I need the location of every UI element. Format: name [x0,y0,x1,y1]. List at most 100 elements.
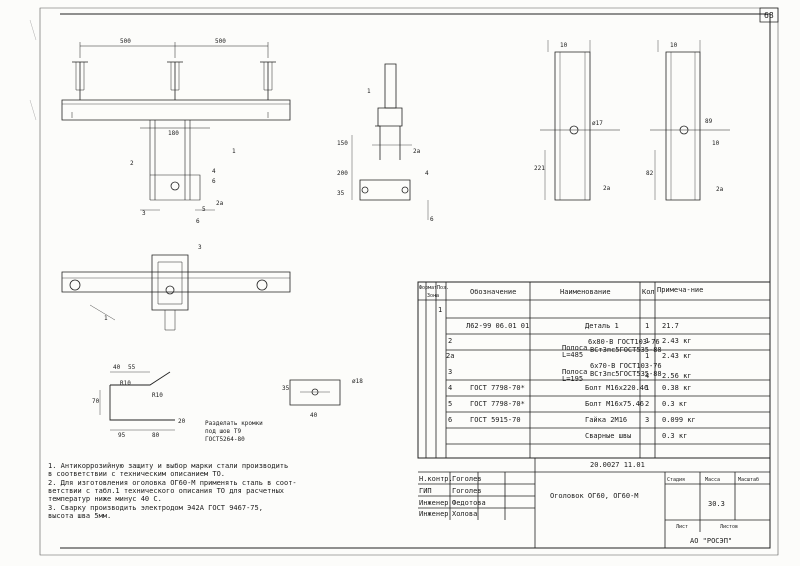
row-qty: 3 [645,416,650,424]
dim-35: 35 [337,190,345,197]
dim-20: 20 [178,418,186,425]
strip-b-line1: Полоса [562,368,588,376]
row-designation: Л62-99 06.01 01 [466,322,530,330]
row-pos: 2 [448,337,453,345]
dim-35-plate: 35 [282,385,290,392]
strip-a-line2: L=485 [562,351,584,359]
radius-10-a: R10 [120,380,131,387]
dim-150: 150 [337,140,348,147]
row-qty: 1 [645,322,650,330]
row-pos: 5 [448,400,453,408]
callout-5: 5 [202,206,206,213]
header-qty: Кол [642,288,655,296]
header-format: Формат [419,285,438,291]
dim-221: 221 [534,165,545,172]
header-designation: Обозначение [470,288,517,296]
note-line: 3. Сварку производить электродом Э42А ГО… [48,504,263,512]
callout-3-b: 3 [198,244,202,251]
dim-200: 200 [337,170,348,177]
dim-55: 55 [128,364,136,371]
row-qty: 1 [645,384,650,392]
note-line: высота шва 5мм. [48,512,112,520]
row-pos: 1 [438,306,443,314]
callout-6-c: 6 [430,216,434,223]
callout-3: 3 [142,210,146,217]
weld-note-line: Разделать кромки [205,420,263,427]
row-name: Деталь 1 [585,322,619,330]
row-note: 2.43 кг [662,352,692,360]
hole-diameter-18: ø18 [352,378,363,385]
hole-diameter-17: ø17 [592,120,603,127]
strip-a-spec2: ВСт3пс5ГОСТ535-88 [590,346,662,354]
note-line: температур ниже минус 40 С. [48,495,162,503]
person-name: Гоголев [452,487,482,495]
strip-a-line1: Полоса [562,344,588,352]
dim-80: 80 [152,432,160,439]
stage-header: Стадия [667,477,686,483]
row-qty: 1 [645,337,650,345]
callout-1: 1 [232,148,236,155]
dim-95: 95 [118,432,126,439]
strip-a-spec1: 6х80-В ГОСТ103-76 [588,338,660,346]
note-line: 2. Для изготовления оголовка ОГ60-М прим… [48,479,297,487]
person-role: Инженер [419,510,449,518]
row-name: Болт М16х75.46 [585,400,645,408]
note-line: ветствии с табл.1 технического описания … [48,487,285,495]
callout-2a-b: 2а [413,148,421,155]
row-designation: ГОСТ 7798-70* [470,400,525,408]
row-note: 0.38 кг [662,384,692,392]
row-pos: 3 [448,368,453,376]
organization: АО "РОСЭП" [690,537,733,545]
note-line: в соответствии с техническим описанием Т… [48,470,226,478]
dim-10-c: 10 [712,140,720,147]
mass-header: Масса [705,477,721,483]
dim-70: 70 [92,398,100,405]
callout-1-b: 1 [367,88,371,95]
sheet-number: 68 [764,11,774,20]
row-name: Сварные швы [585,432,632,440]
row-name: Болт М16х220.46 [585,384,649,392]
scale-header: Масштаб [738,477,760,483]
row-note: 0.099 кг [662,416,696,424]
person-role: ГИП [419,487,432,495]
row-designation: ГОСТ 7798-70* [470,384,525,392]
mass-value: 30.3 [708,500,725,508]
callout-4-b: 4 [425,170,429,177]
header-name: Наименование [560,288,611,296]
person-role: Инженер [419,499,449,507]
radius-10-b: R10 [152,392,163,399]
callout-6b: 6 [196,218,200,225]
strip-b-spec1: 6х70-В ГОСТ103-76 [590,362,662,370]
weld-note-line: под шов Т9 [205,428,242,435]
drawing-title: Оголовок ОГ60, ОГ60-М [550,492,639,500]
row-note: 2.43 кг [662,337,692,345]
person-name: Холова [452,510,478,518]
row-pos: 6 [448,416,453,424]
person-role: Н.контр. [419,475,453,483]
weld-note-line: ГОСТ5264-80 [205,436,245,443]
row-name: Гайка 2М16 [585,416,628,424]
callout-2: 2 [130,160,134,167]
strip-b-line2: L=195 [562,375,584,383]
dim-10-b: 10 [670,42,678,49]
row-qty: 4 [645,372,650,380]
strip-b-spec2: ВСт3пс5ГОСТ535-88 [590,370,662,378]
row-designation: ГОСТ 5915-70 [470,416,521,424]
dim-left-span: 500 [120,38,131,45]
row-note: 21.7 [662,322,679,330]
person-name: Федотова [452,499,486,507]
row-note: 0.3 кг [662,400,688,408]
callout-2a: 2а [216,200,224,207]
sheet-header: Лист [676,524,689,530]
row-pos: 2а [446,352,455,360]
note-line: 1. Антикоррозийную защиту и выбор марки … [48,462,289,470]
callout-4: 4 [212,168,216,175]
dim-40-plate: 40 [310,412,318,419]
person-name: Гоголев [452,475,482,483]
dim-89: 89 [705,118,713,125]
callout-2a-c: 2а [603,185,611,192]
callout-1-c: 1 [104,315,108,322]
header-pos: Поз. [437,285,450,291]
